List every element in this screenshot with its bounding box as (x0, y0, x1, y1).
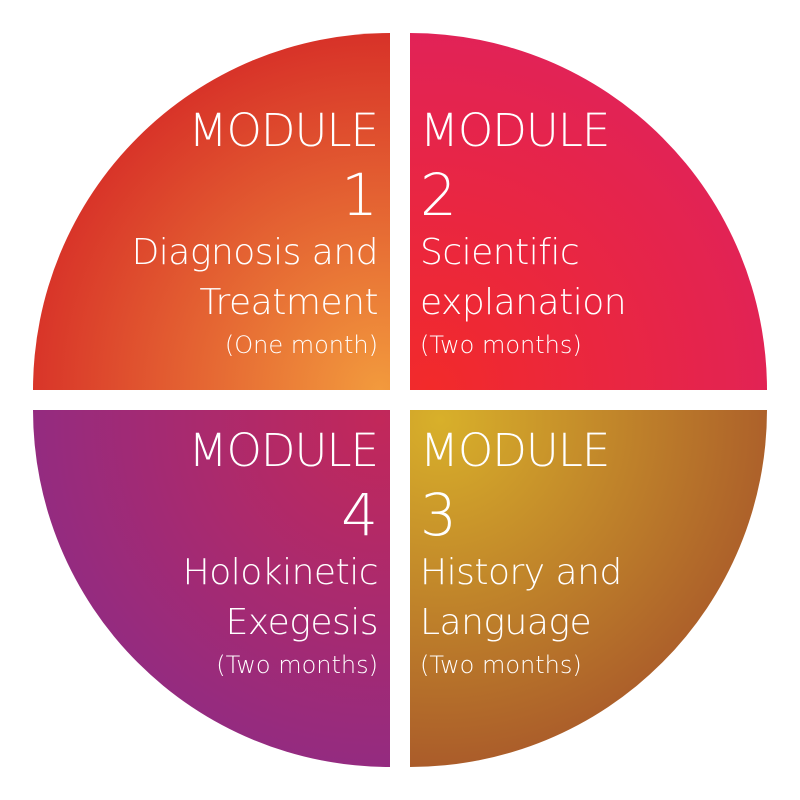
module-duration: (Two months) (420, 331, 582, 359)
quadrant-2-text: MODULE 2 Scientific explanation (Two mon… (420, 100, 760, 362)
quadrant-2-wedge (410, 33, 767, 390)
module-label: MODULE (420, 424, 610, 477)
quadrant-4-wedge (33, 410, 390, 767)
module-title-line: Language (420, 602, 592, 643)
module-title: History and Language (420, 548, 760, 648)
module-label: MODULE (188, 104, 379, 157)
module-label: MODULE (188, 424, 379, 477)
module-title-line: Diagnosis and (131, 232, 379, 273)
module-number: 4 (341, 481, 378, 549)
module-title: Holokinetic Exegesis (38, 548, 379, 648)
module-title: Diagnosis and Treatment (38, 228, 379, 328)
module-title-line: Exegesis (225, 602, 379, 643)
module-duration: (Two months) (420, 651, 582, 679)
module-title-line: Scientific (420, 232, 580, 273)
module-duration: (Two months) (216, 651, 378, 679)
module-label: MODULE (420, 104, 610, 157)
quadrant-4-text: MODULE 4 Holokinetic Exegesis (Two month… (38, 420, 379, 682)
module-title-line: Holokinetic (182, 552, 379, 593)
quadrant-3-wedge (410, 410, 767, 767)
quadrant-1-text: MODULE 1 Diagnosis and Treatment (One mo… (38, 100, 379, 362)
module-number: 2 (420, 161, 457, 229)
module-title: Scientific explanation (420, 228, 760, 328)
module-title-line: Treatment (199, 282, 378, 323)
quadrant-3-text: MODULE 3 History and Language (Two month… (420, 420, 760, 682)
module-title-line: History and (420, 552, 622, 593)
quadrant-1-wedge (33, 33, 390, 390)
module-duration: (One month) (224, 331, 378, 359)
module-title-line: explanation (420, 282, 627, 323)
module-number: 1 (341, 161, 378, 229)
module-number: 3 (420, 481, 457, 549)
